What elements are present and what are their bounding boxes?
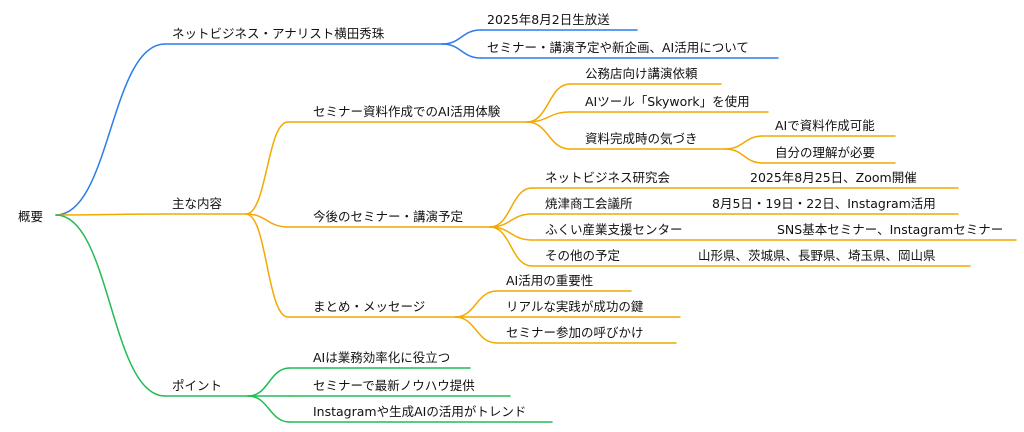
summary-real-practice: リアルな実践が成功の鍵 (506, 299, 644, 314)
connector-points-0 (247, 367, 291, 397)
summary-call-to-join: セミナー参加の呼びかけ (506, 325, 644, 340)
connector-schedule-3 (489, 226, 533, 267)
connector-speaker-topics (441, 43, 482, 59)
point-efficiency: AIは業務効率化に役立つ (313, 350, 451, 365)
schedule-name: 焼津商工会議所 (545, 196, 633, 211)
connector-experience-insight (526, 121, 571, 150)
point-know-how: セミナーで最新ノウハウ提供 (313, 378, 475, 393)
experience-insight: 資料完成時の気づき (585, 131, 698, 146)
connector-root-points (55, 214, 166, 397)
connector-speaker-date (441, 29, 482, 45)
schedule-detail: 8月5日・19日・22日、Instagram活用 (712, 196, 936, 211)
insight-need-understanding: 自分の理解が必要 (775, 145, 876, 160)
connector-content-summary (245, 213, 289, 318)
schedule-name: その他の予定 (545, 248, 621, 263)
schedule-detail: 山形県、茨城県、長野県、埼玉県、岡山県 (698, 248, 936, 263)
connector-experience-tool (526, 111, 571, 123)
insight-ai-can-create: AIで資料作成可能 (775, 118, 875, 133)
content-schedule: 今後のセミナー・講演予定 (313, 209, 464, 224)
connector-root-speaker (55, 43, 166, 216)
connector-content-experience (245, 121, 289, 215)
connector-experience-request (526, 83, 571, 123)
schedule-detail: SNS基本セミナー、Instagramセミナー (777, 222, 1004, 237)
branch-content: 主な内容 (172, 196, 223, 211)
content-experience: セミナー資料作成でのAI活用体験 (313, 104, 501, 119)
connector-points-2 (247, 395, 291, 423)
connector-schedule-0 (489, 187, 533, 228)
point-trend: Instagramや生成AIの活用がトレンド (313, 404, 527, 419)
connector-content-schedule (245, 213, 289, 228)
connector-summary-2 (454, 316, 498, 344)
connector-root-content (55, 213, 166, 216)
content-summary: まとめ・メッセージ (313, 299, 426, 314)
root-node: 概要 (18, 209, 44, 224)
experience-tool: AIツール「Skywork」を使用 (585, 94, 750, 109)
connector-insight-2 (724, 148, 764, 164)
speaker-topics: セミナー・講演予定や新企画、AI活用について (487, 40, 749, 55)
schedule-detail: 2025年8月25日、Zoom開催 (750, 170, 917, 185)
speaker-broadcast-date: 2025年8月2日生放送 (487, 12, 610, 27)
summary-importance: AI活用の重要性 (506, 273, 594, 288)
branch-speaker: ネットビジネス・アナリスト横田秀珠 (172, 26, 385, 41)
connector-summary-0 (454, 290, 498, 318)
experience-request: 公務店向け講演依頼 (585, 66, 698, 81)
connector-insight-1 (724, 135, 764, 150)
branch-points: ポイント (172, 378, 223, 393)
schedule-name: ネットビジネス研究会 (545, 170, 671, 185)
schedule-name: ふくい産業支援センター (545, 222, 683, 237)
